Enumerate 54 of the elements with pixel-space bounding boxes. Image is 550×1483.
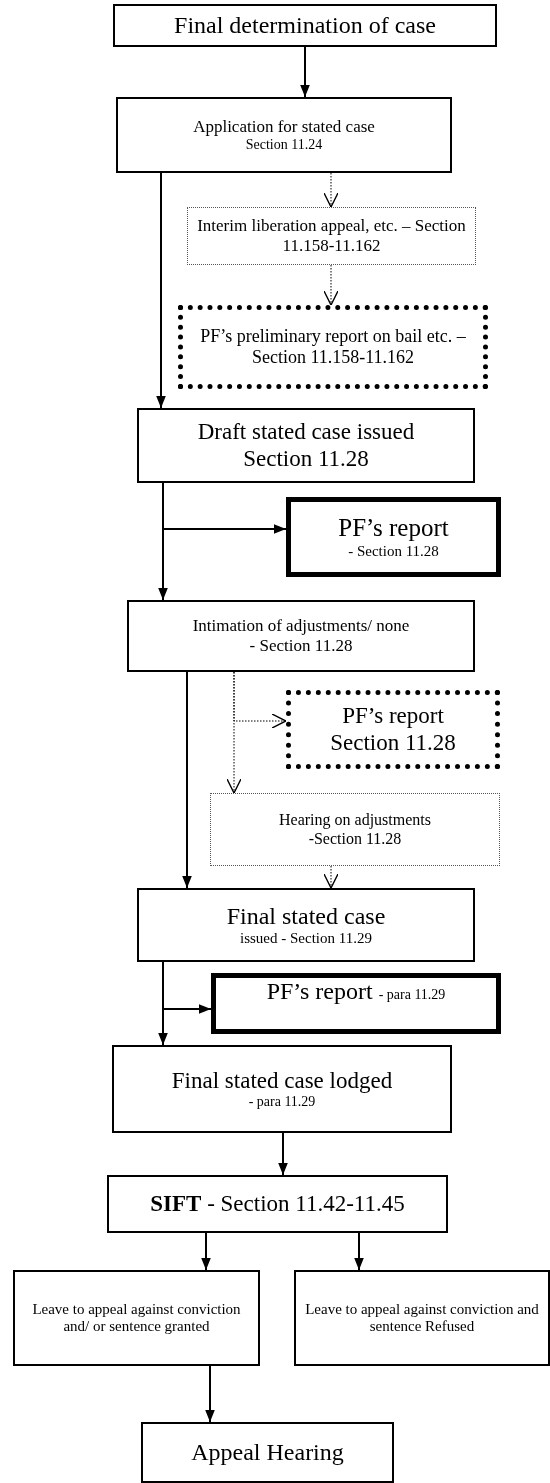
section-reference: Section 11.24 [245, 136, 323, 153]
arrow [354, 1232, 364, 1271]
step-text: Final stated case [226, 902, 386, 931]
arrow [182, 671, 192, 889]
step-text: Leave to appeal against conviction and sentence Refused [304, 1300, 540, 1336]
step-text: Application for stated case [193, 117, 375, 137]
step-text: PF’s report [338, 514, 449, 543]
arrow [201, 1232, 211, 1271]
process-box [127, 600, 475, 672]
optional-step-box [187, 207, 476, 265]
process-box [137, 408, 475, 483]
dotted-arrow [226, 671, 242, 794]
optional-report-box [178, 305, 488, 389]
step-text: PF’s report [342, 703, 444, 730]
process-box [112, 1045, 452, 1133]
process-box [294, 1270, 550, 1366]
step-text: Final stated case lodged [171, 1067, 393, 1095]
process-box [137, 888, 475, 962]
section-reference: issued - Section 11.29 [240, 930, 372, 948]
dotted-arrow [323, 264, 339, 306]
dotted-arrow [323, 865, 339, 889]
arrow [158, 961, 168, 1046]
arrow [156, 172, 166, 409]
step-text: SIFT - Section 11.42-11.45 [150, 1190, 405, 1218]
optional-report-box [286, 690, 500, 769]
report-box [211, 973, 501, 1034]
step-text: Hearing on adjustments [279, 811, 431, 830]
section-reference: - Section 11.28 [348, 542, 439, 560]
section-reference: -Section 11.28 [308, 829, 402, 848]
arrow [278, 1132, 288, 1176]
step-text: Interim liberation appeal, etc. – Section 11.158-11.162 [196, 216, 467, 256]
section-reference: - Section 11.28 [249, 636, 353, 656]
step-text: PF’s report [266, 978, 373, 1006]
step-text: Leave to appeal against conviction and/ or sentence granted [31, 1300, 242, 1336]
step-text: Intimation of adjustments/ none [192, 616, 410, 636]
report-box [286, 497, 501, 577]
arrow [205, 1365, 215, 1423]
process-box [116, 97, 452, 173]
step-text: Draft stated case issued [197, 419, 415, 446]
arrow [158, 482, 168, 601]
step-text: PF’s preliminary report on bail etc. – Section 11.158-11.162 [199, 326, 467, 368]
dotted-arrow [323, 172, 339, 208]
section-reference: Section 11.28 [243, 445, 369, 472]
step-text: Appeal Hearing [191, 1438, 344, 1467]
section-reference: - para 11.29 [378, 987, 446, 1004]
step-text: Final determination of case [174, 11, 436, 40]
process-box [113, 4, 497, 47]
section-reference: Section 11.28 [330, 729, 456, 756]
arrow [300, 46, 310, 98]
section-reference: - para 11.29 [248, 1094, 316, 1111]
process-box [107, 1175, 448, 1233]
process-box [13, 1270, 260, 1366]
optional-step-box [210, 793, 500, 866]
process-box [141, 1422, 394, 1483]
